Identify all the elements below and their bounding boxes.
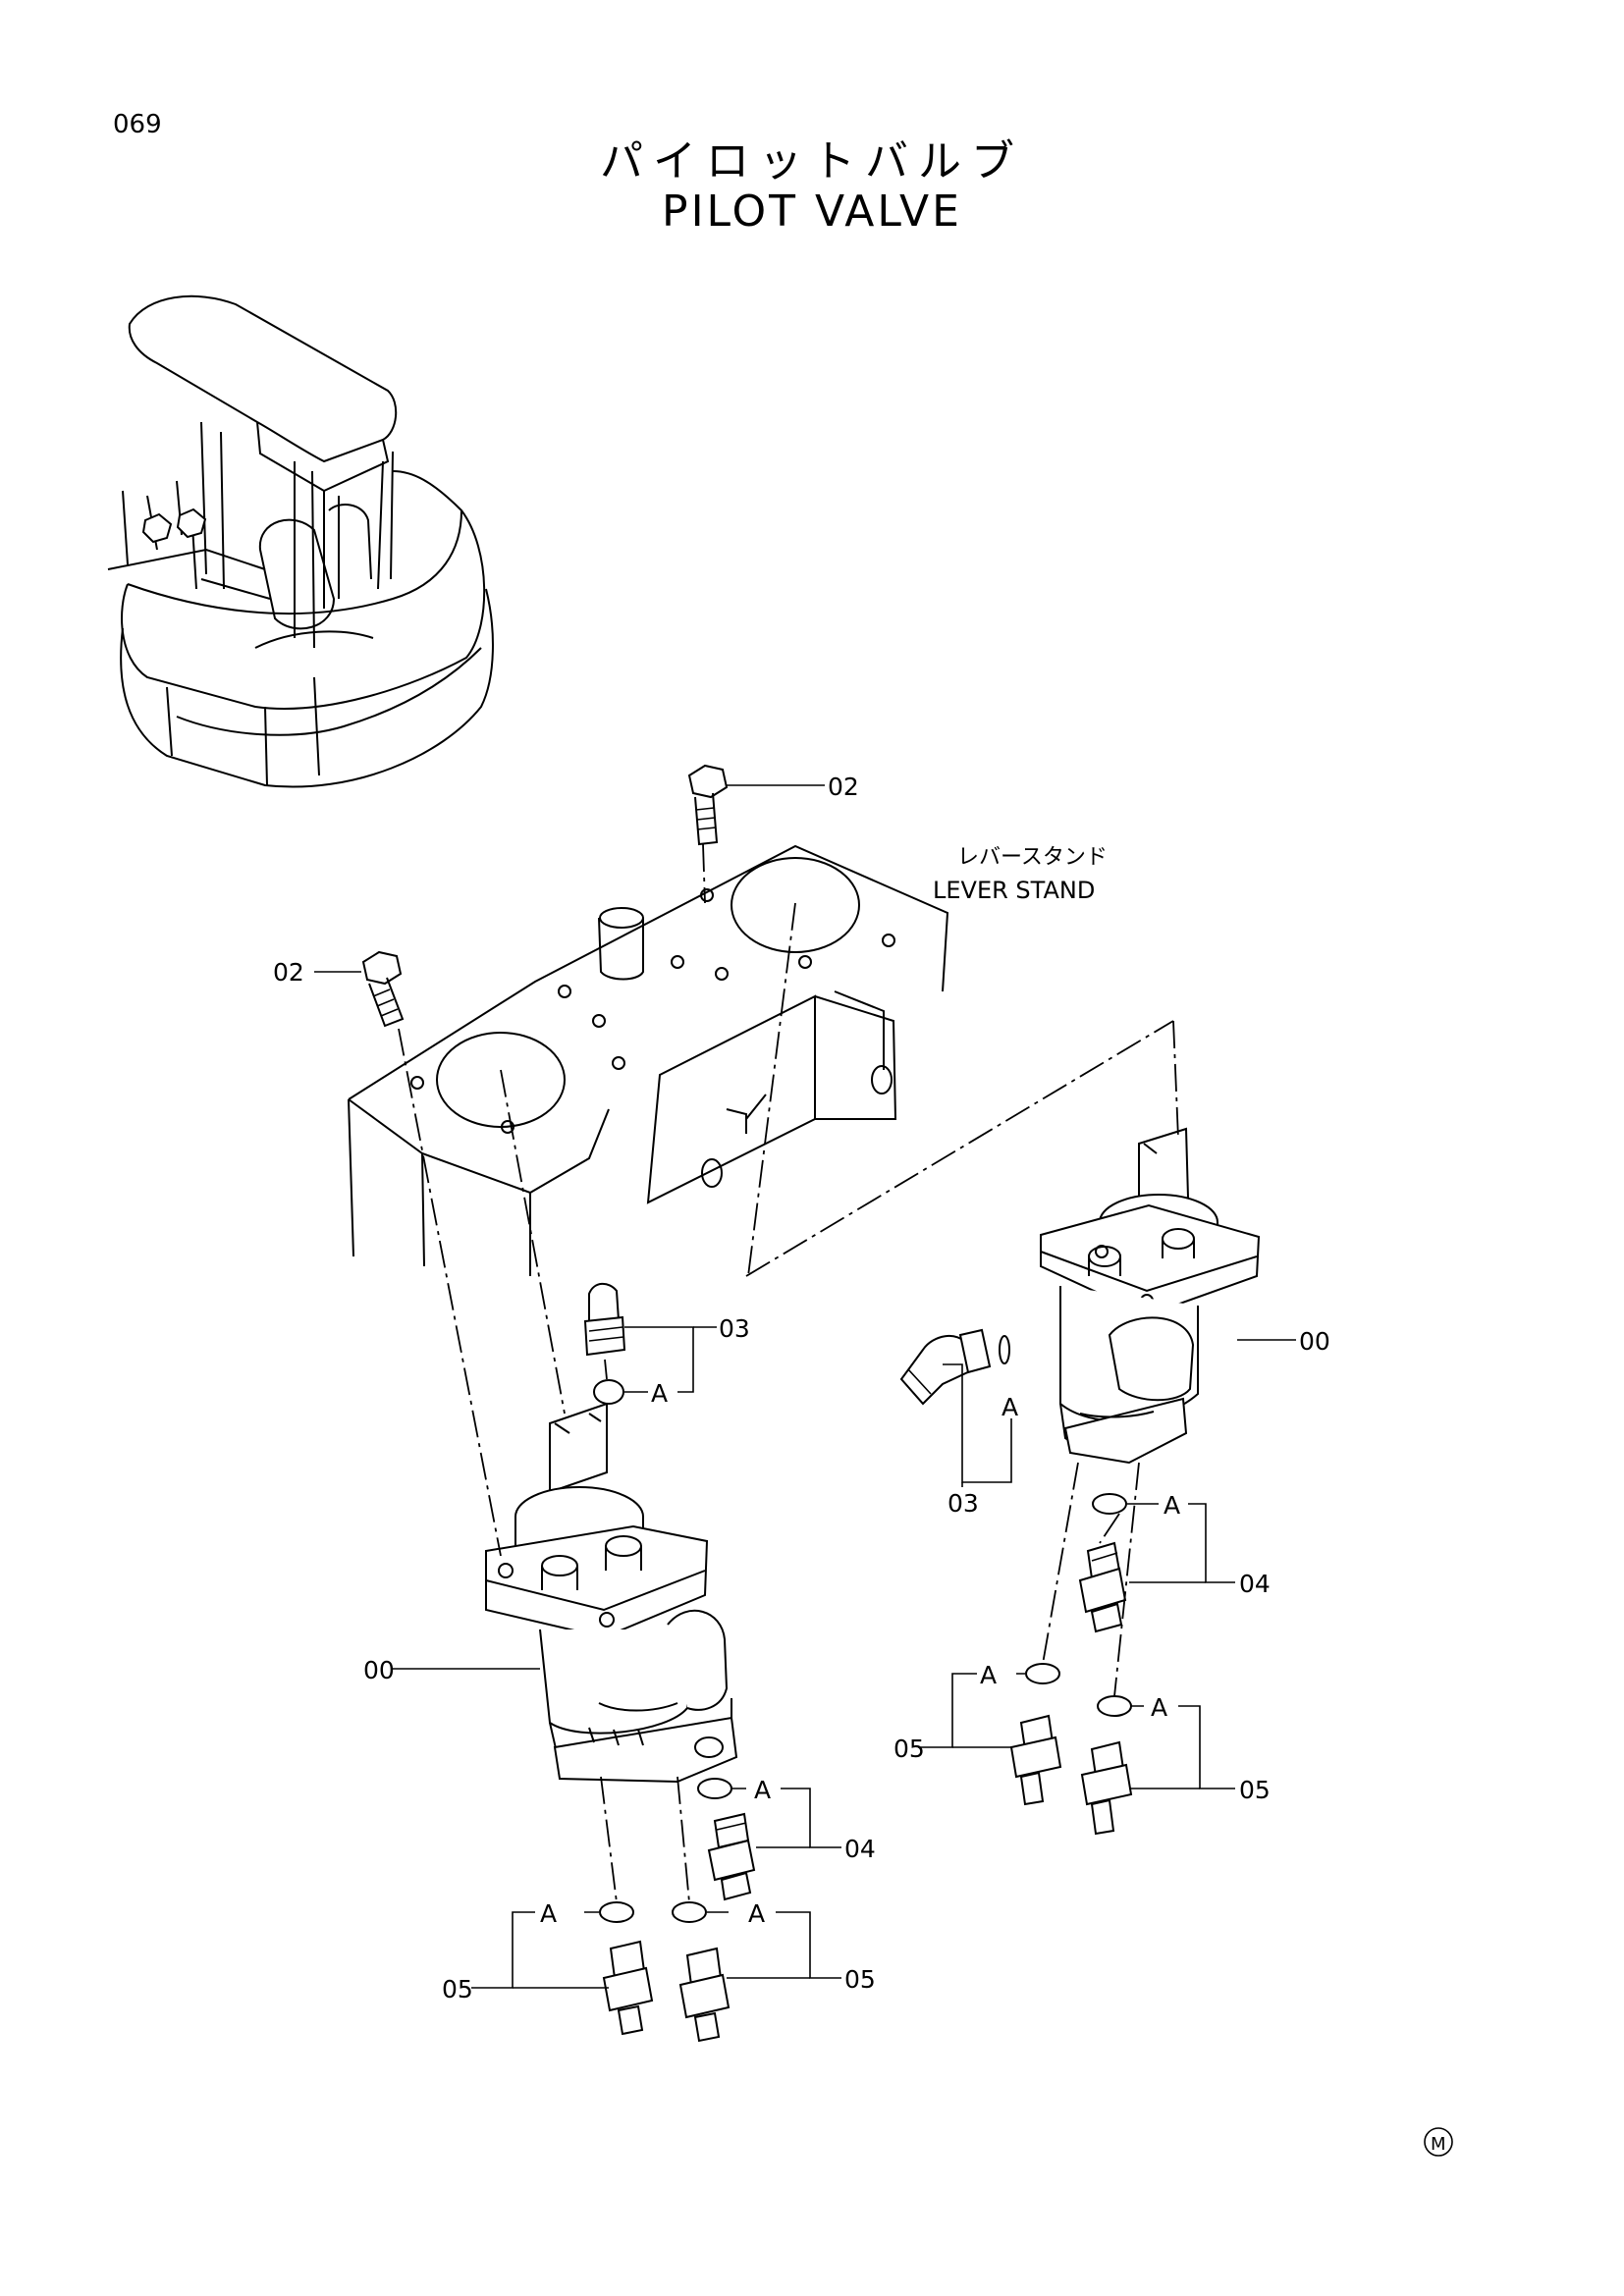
callout-bolt-upper: 02 [828, 773, 859, 801]
callout-oring-fitting-left-b: A [748, 1899, 765, 1928]
oring-elbow-left [593, 1379, 624, 1405]
fitting-left-b [678, 1947, 731, 2043]
callout-oring-plug-right: A [1164, 1491, 1180, 1520]
excavator-overview-illustration [107, 294, 494, 788]
plug-right [1078, 1541, 1127, 1633]
plug-left [707, 1812, 756, 1901]
callout-plug-right: 04 [1239, 1570, 1271, 1598]
oring-fitting-right-a [1025, 1663, 1060, 1684]
callout-fitting-left-b: 05 [844, 1965, 876, 1994]
lever-stand [348, 844, 949, 1276]
callout-fitting-right-b: 05 [1239, 1776, 1271, 1804]
page-number: 069 [113, 110, 162, 139]
lever-stand-label-japanese: レバースタンド [957, 845, 1108, 870]
title-english: PILOT VALVE [662, 187, 962, 237]
title-japanese: パイロットバルブ [600, 136, 1024, 187]
oring-fitting-right-b [1097, 1695, 1132, 1717]
callout-oring-fitting-left-a: A [540, 1899, 557, 1928]
callout-oring-fitting-right-b: A [1151, 1693, 1167, 1722]
leader-lines [314, 784, 1296, 1989]
oring-plug-left [697, 1778, 732, 1799]
callout-oring-elbow-right: A [1001, 1393, 1018, 1421]
manufacturer-mark: M [1424, 2127, 1453, 2157]
callout-valve-left: 00 [363, 1656, 395, 1684]
bolt-left [361, 950, 405, 1028]
oring-fitting-left-b [672, 1901, 707, 1923]
manufacturer-mark-letter: M [1431, 2134, 1446, 2155]
fitting-left-a [602, 1940, 654, 2036]
oring-fitting-left-a [599, 1901, 634, 1923]
callout-valve-right: 00 [1299, 1327, 1330, 1356]
oring-plug-right [1092, 1493, 1127, 1515]
callout-oring-plug-left: A [754, 1776, 771, 1804]
fitting-right-b [1080, 1740, 1133, 1836]
callout-elbow-left: 03 [719, 1314, 750, 1343]
lever-stand-label-english: LEVER STAND [933, 877, 1095, 904]
bolt-upper [687, 764, 729, 846]
callout-oring-fitting-right-a: A [980, 1661, 997, 1689]
callout-elbow-right: 03 [947, 1489, 979, 1518]
elbow-right [899, 1328, 1010, 1406]
callout-fitting-left-a: 05 [442, 1975, 473, 2003]
elbow-left [583, 1282, 626, 1357]
pilot-valve-right [1040, 1127, 1261, 1465]
callout-fitting-right-a: 05 [893, 1735, 925, 1763]
assembly-centerlines [398, 843, 1179, 1903]
callout-plug-left: 04 [844, 1835, 876, 1863]
pilot-valve-left [485, 1402, 738, 1784]
callout-bolt-left: 02 [273, 958, 304, 987]
callout-oring-elbow-left: A [651, 1379, 668, 1408]
fitting-right-a [1009, 1714, 1062, 1806]
